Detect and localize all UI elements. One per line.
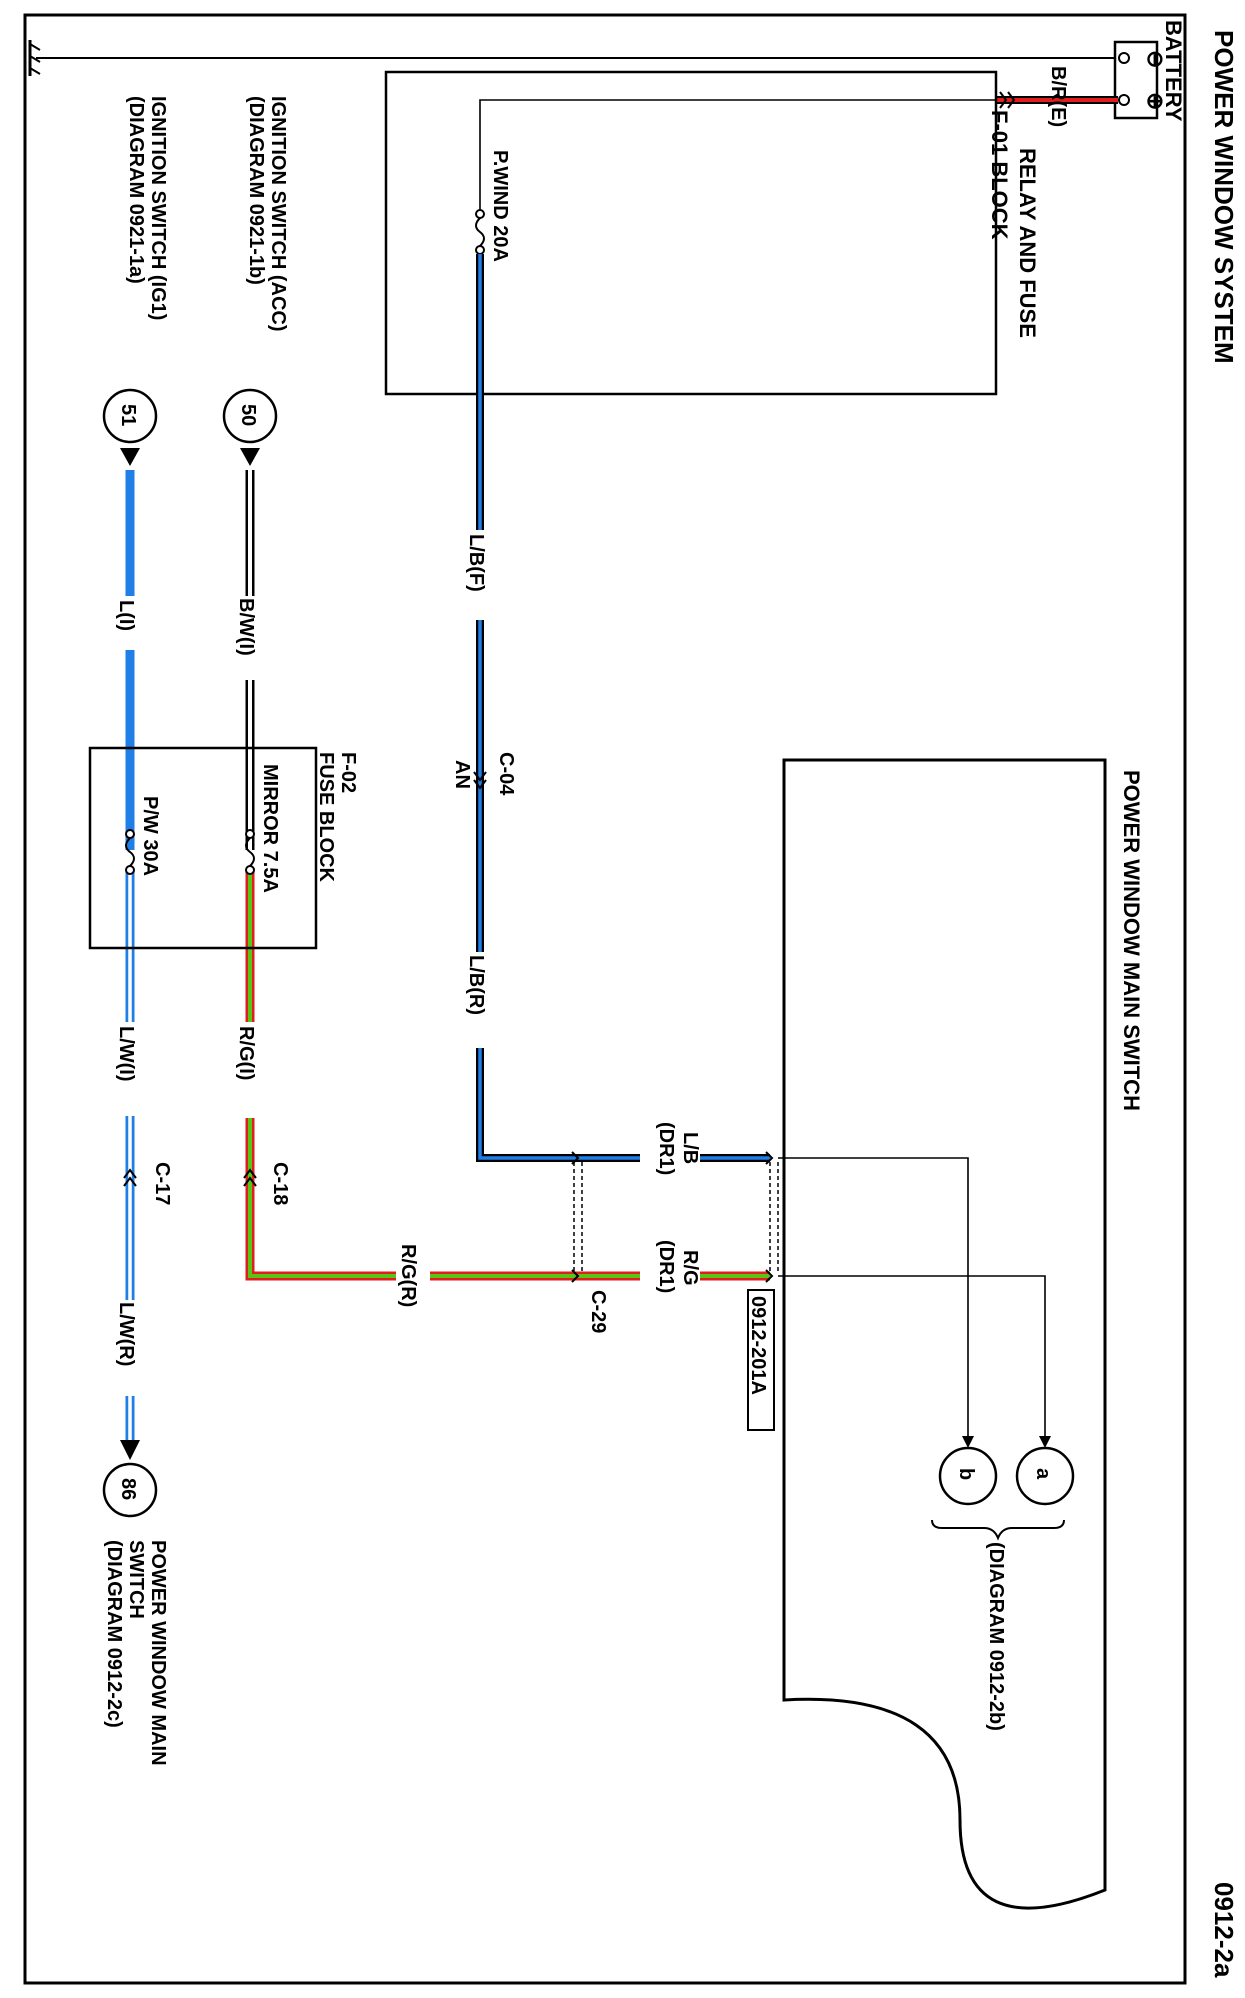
wire-rg bbox=[248, 872, 770, 1278]
arrow-ref-b-icon bbox=[962, 1436, 974, 1448]
node-86-arrow-icon bbox=[120, 1440, 140, 1460]
node-86-number: 86 bbox=[117, 1478, 139, 1500]
node-51-label-2: (DIAGRAM 0921-1a) bbox=[125, 96, 147, 284]
battery: ⊖ ⊕ bbox=[1113, 40, 1168, 120]
connector-c18-label: C-18 bbox=[269, 1162, 291, 1205]
diagram-title: POWER WINDOW SYSTEM bbox=[1209, 30, 1239, 364]
wire-label-l-i: L(I) bbox=[115, 600, 137, 631]
node-50-arrow-icon bbox=[240, 448, 260, 466]
connector-an-label: AN bbox=[451, 760, 473, 789]
node-50-number: 50 bbox=[237, 404, 259, 426]
ref-b-circle bbox=[938, 1446, 998, 1506]
fuse-pw-label: P/W 30A bbox=[139, 796, 161, 876]
fuse-block-f02-label-1: F-02 bbox=[337, 752, 359, 793]
connector-c17-icon bbox=[123, 1168, 137, 1187]
ref-a-circle bbox=[1015, 1446, 1075, 1506]
ref-diagram-label: (DIAGRAM 0912-2b) bbox=[985, 1542, 1007, 1731]
node-51-label-1: IGNITION SWITCH (IG1) bbox=[147, 96, 169, 320]
node-86-label-3: (DIAGRAM 0912-2c) bbox=[103, 1540, 125, 1728]
node-50-label-1: IGNITION SWITCH (ACC) bbox=[267, 96, 289, 332]
ref-a-label: a bbox=[1032, 1468, 1054, 1480]
connector-f01-marks bbox=[999, 91, 1016, 109]
connector-tag-box bbox=[747, 1289, 775, 1431]
line-to-ref-a bbox=[778, 1275, 1046, 1438]
relay-fuse-label-2: F-01 BLOCK bbox=[987, 110, 1012, 240]
wire-label-rg-dr1-b: (DR1) bbox=[655, 1240, 677, 1293]
node-51-number: 51 bbox=[117, 404, 139, 426]
node-51-circle bbox=[102, 388, 158, 444]
connector-c17-label: C-17 bbox=[151, 1162, 173, 1205]
node-50-label-2: (DIAGRAM 0921-1b) bbox=[245, 96, 267, 285]
fuse-pwind-20a-icon bbox=[475, 209, 485, 255]
ref-brace bbox=[931, 1519, 1065, 1541]
fuse-mirror-icon bbox=[245, 829, 255, 875]
connector-c04-icon bbox=[473, 771, 487, 790]
fuse-block-f02 bbox=[88, 746, 318, 950]
node-86-circle bbox=[102, 1462, 158, 1518]
node-86-label-2: SWITCH bbox=[125, 1540, 147, 1619]
wire-label-lb-r: L/B(R) bbox=[465, 955, 487, 1015]
line-to-ref-b bbox=[778, 1157, 969, 1438]
main-switch-label: POWER WINDOW MAIN SWITCH bbox=[1119, 770, 1144, 1111]
battery-neg-symbol: ⊖ bbox=[1143, 50, 1168, 68]
wire-label-lw-r: L/W(R) bbox=[115, 1302, 137, 1366]
diagram-frame bbox=[23, 13, 1187, 1985]
fuse-block-f02-label-2: FUSE BLOCK bbox=[315, 752, 337, 883]
page-code: 0912-2a bbox=[1209, 1882, 1239, 1978]
battery-label: BATTERY bbox=[1161, 20, 1186, 122]
wire-label-rg-r: R/G(R) bbox=[397, 1244, 419, 1307]
ref-b-label: b bbox=[955, 1468, 977, 1480]
node-51-arrow-icon bbox=[120, 448, 140, 466]
connector-c29-label: C-29 bbox=[587, 1290, 609, 1333]
arrow-ref-a-icon bbox=[1039, 1436, 1051, 1448]
wire-lb-outline bbox=[476, 254, 770, 1162]
wire-label-rg-dr1-a: R/G bbox=[679, 1250, 701, 1286]
f01-internal-feed bbox=[479, 99, 995, 212]
wire-label-rg-i: R/G(I) bbox=[235, 1026, 257, 1080]
wire-label-lb-dr1-b: (DR1) bbox=[655, 1122, 677, 1175]
wire-label-br-e: B/R(E) bbox=[1047, 66, 1069, 127]
connector-c04-label: C-04 bbox=[495, 752, 517, 796]
wire-label-lb-dr1-a: L/B bbox=[679, 1132, 701, 1164]
connector-c18-icon bbox=[243, 1168, 257, 1187]
relay-fuse-label-1: RELAY AND FUSE bbox=[1015, 148, 1040, 338]
fuse-pwind-label: P.WIND 20A bbox=[489, 150, 511, 262]
connector-switch-side bbox=[765, 1151, 779, 1283]
wire-label-lb-f: L/B(F) bbox=[465, 534, 487, 592]
node-50-circle bbox=[222, 388, 278, 444]
wire-lb bbox=[478, 254, 770, 1160]
main-switch-body bbox=[782, 758, 1107, 1910]
fuse-mirror-label: MIRROR 7.5A bbox=[259, 764, 281, 893]
wire-label-bw-i: B/W(I) bbox=[235, 598, 257, 656]
fuse-pw-icon bbox=[125, 829, 135, 875]
ground-icon bbox=[28, 40, 41, 76]
node-86-label-1: POWER WINDOW MAIN bbox=[147, 1540, 169, 1766]
connector-tag-label: 0912-201A bbox=[747, 1296, 769, 1395]
wire-label-lw-i: L/W(I) bbox=[115, 1026, 137, 1082]
relay-fuse-block-f01 bbox=[384, 70, 998, 396]
wire-rg-outline bbox=[245, 872, 770, 1281]
battery-pos-symbol: ⊕ bbox=[1143, 92, 1168, 110]
connector-c29-icon bbox=[571, 1151, 583, 1283]
